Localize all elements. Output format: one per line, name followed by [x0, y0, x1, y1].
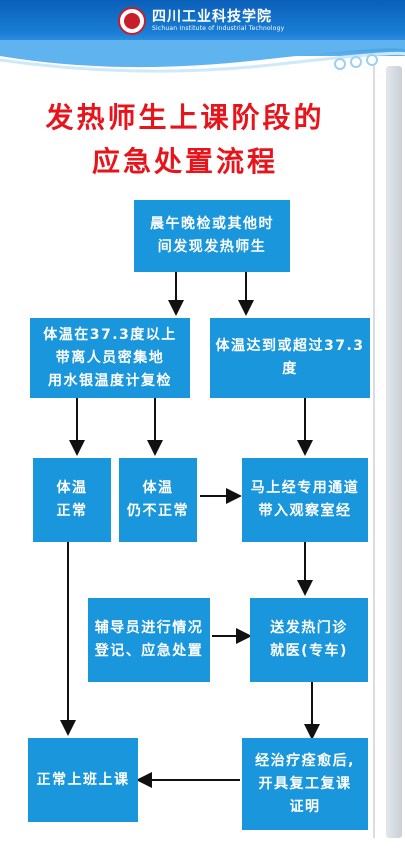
side-panel: [386, 66, 402, 838]
node-back-to-class: 正常上班上课: [28, 738, 138, 822]
school-logo: 四川工业科技学院 Sichuan Institute of Industrial…: [118, 6, 284, 36]
node-temp-below-373: 体温在37.3度以上带离人员密集地用水银温度计复检: [30, 318, 190, 398]
node-temp-above-373: 体温达到或超过37.3度: [210, 318, 370, 398]
school-seal-icon: [118, 7, 146, 35]
node-observation-room: 马上经专用通道带入观察室经: [242, 458, 368, 542]
school-name-cn: 四川工业科技学院: [152, 9, 272, 25]
node-temp-still-abnormal: 体温仍不正常: [119, 458, 197, 542]
header-wave: [0, 40, 405, 73]
node-recovery-certificate: 经治疗痊愈后,开具复工复课证明: [242, 738, 368, 830]
title-line-1: 发热师生上课阶段的: [45, 101, 325, 134]
node-temp-normal: 体温正常: [33, 458, 111, 542]
node-counselor-register: 辅导员进行情况登记、应急处置: [88, 598, 210, 682]
title-line-2: 应急处置流程: [91, 145, 278, 178]
school-name-en: Sichuan Institute of Industrial Technolo…: [152, 25, 285, 32]
node-fever-clinic: 送发热门诊就医(专车): [250, 598, 368, 682]
node-start: 晨午晚检或其他时间发现发热师生: [134, 200, 290, 272]
side-divider: [373, 66, 375, 838]
